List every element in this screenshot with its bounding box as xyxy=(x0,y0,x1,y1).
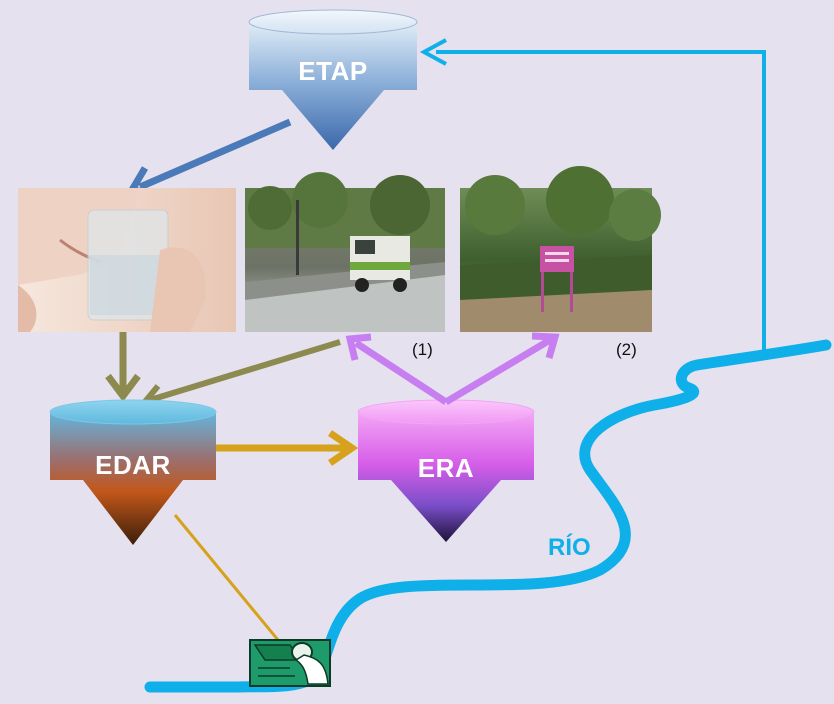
edar-label: EDAR xyxy=(95,450,171,480)
drinking-water-photo xyxy=(18,188,236,332)
etap-label: ETAP xyxy=(298,56,368,86)
river xyxy=(144,339,832,693)
era-to-park-arrow xyxy=(444,336,552,406)
street-cleaning-truck-photo xyxy=(245,172,445,332)
etap-tank xyxy=(248,9,418,150)
river-to-etap-line xyxy=(436,50,766,350)
photo-caption-1: (1) xyxy=(412,340,433,359)
edar-tank xyxy=(49,399,217,545)
park-sign-photo xyxy=(460,166,661,332)
era-label: ERA xyxy=(417,453,475,483)
river-to-etap-arrowhead xyxy=(419,38,447,66)
era-tank xyxy=(357,399,535,542)
photo-caption-2: (2) xyxy=(616,340,637,359)
etap-to-drinking-arrow xyxy=(138,118,292,191)
river-label: RÍO xyxy=(548,534,591,561)
street-to-edar-arrow xyxy=(149,339,341,403)
edar-to-outfall-line xyxy=(173,514,280,641)
era-to-street-arrow xyxy=(354,340,448,405)
wastewater-outfall-icon xyxy=(249,639,331,687)
